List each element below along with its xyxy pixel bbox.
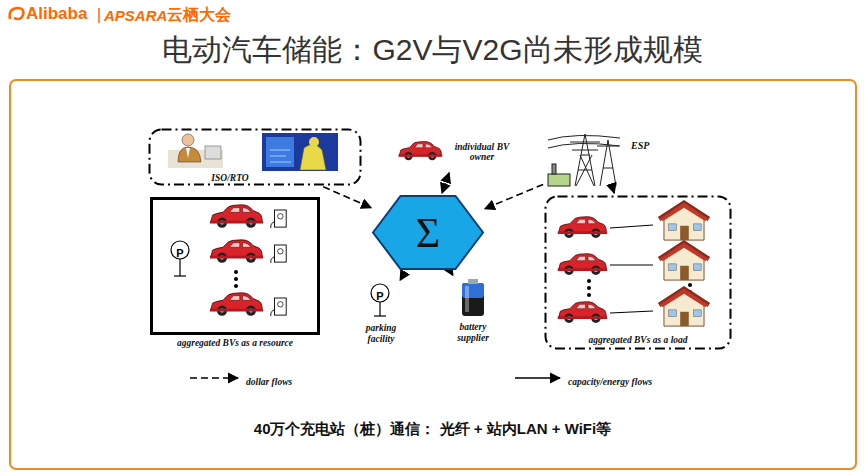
parking-sign (171, 241, 189, 276)
actor-icon: ESP (545, 130, 663, 188)
node-label: ISO/RTO (211, 173, 248, 183)
logo-text: APSARA (104, 7, 167, 24)
dollar-flow-arrow (323, 187, 371, 208)
slide-title: 电动汽车储能：G2V与V2G尚未形成规模 (0, 30, 865, 71)
caption: 40万个充电站（桩）通信： 光纤 + 站内LAN + WiFi等 (0, 420, 865, 439)
car-icon (210, 205, 263, 316)
parking-letter: P (172, 243, 188, 261)
dollar-flow-arrow (442, 173, 449, 193)
parking-letter: P (176, 247, 183, 259)
battery-icon (462, 279, 484, 316)
legend-text: capacity/energy flows (568, 377, 652, 387)
parking-sign (371, 284, 389, 316)
power-pylon (548, 134, 620, 186)
actor-icon: battery supplier (441, 277, 505, 343)
logo-text: Alibaba (26, 4, 87, 23)
house-links (610, 225, 653, 313)
legend-dashed-sample (190, 377, 238, 379)
logo-text: 云栖大会 (167, 6, 231, 24)
node-label: aggregated BVs as a load (588, 335, 687, 345)
sigma-symbol: Σ (416, 212, 440, 254)
dollar-flow-arrow (400, 272, 405, 281)
energy-flow-arrow (612, 190, 615, 193)
legend-text: dollar flows (246, 377, 292, 387)
node-label: aggregated BVs as a resource (177, 338, 293, 348)
legend-solid-sample (515, 377, 560, 379)
parking-letter: P (376, 290, 383, 302)
node-label: ESP (631, 140, 649, 151)
node-outline (150, 197, 320, 349)
charger-icon (271, 210, 286, 316)
control-screen-picture (262, 133, 338, 171)
logo-text: 云栖大会 (167, 6, 231, 23)
node-label: individual BV owner (449, 142, 515, 163)
caption-text: 40万个充电站（桩）通信： 光纤 + 站内LAN + WiFi等 (254, 420, 611, 437)
ellipsis-dots (234, 270, 692, 297)
node-outline (544, 195, 732, 350)
group-box: aggregated BVs as a resource (150, 197, 320, 349)
dollar-flow-arrow (451, 272, 453, 276)
logo-text: Alibaba (26, 5, 87, 24)
frame (10, 80, 856, 469)
parking-letter: P (372, 286, 388, 304)
operator-picture (168, 134, 223, 168)
car-icon (558, 217, 607, 323)
legend-entry: dollar flows (246, 371, 292, 389)
title-text: 电动汽车储能：G2V与V2G尚未形成规模 (162, 33, 702, 66)
car-icon (399, 142, 443, 161)
house-icon (659, 203, 709, 326)
aggregator-hexagon: Σ (373, 195, 483, 270)
group-box: ISO/RTO (148, 128, 362, 186)
node-label: parking facility (352, 323, 410, 344)
logo-text: APSARA (104, 7, 167, 25)
node-label: battery supplier (444, 322, 502, 343)
group-box: aggregated BVs as a load (544, 195, 732, 350)
node-outline (148, 128, 362, 186)
dollar-flow-arrow (485, 184, 543, 208)
legend-entry: capacity/energy flows (568, 371, 652, 389)
actor-icon: individual BV owner (395, 133, 518, 171)
